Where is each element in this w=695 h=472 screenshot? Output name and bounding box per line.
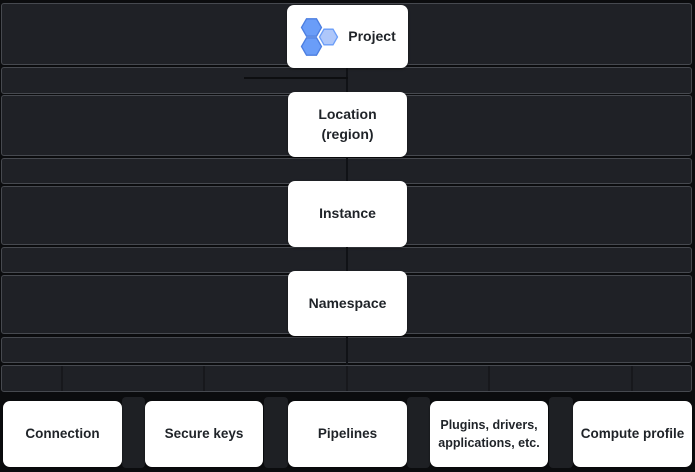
- connection-card: Connection: [3, 401, 122, 467]
- secure-keys-card: Secure keys: [145, 401, 263, 467]
- connector-location-instance: [346, 156, 348, 186]
- bracket-seam-secure-keys: [203, 366, 205, 391]
- bracket-seam-pipelines: [346, 366, 348, 391]
- namespace-card: Namespace: [288, 271, 407, 336]
- gap-column: [549, 397, 573, 468]
- instance-card: Instance: [288, 181, 407, 247]
- compute-profile-label: Compute profile: [580, 425, 685, 441]
- gap-column: [122, 397, 145, 468]
- secure-keys-label: Secure keys: [164, 425, 244, 441]
- instance-label: Instance: [319, 205, 376, 222]
- connector-elbow-line: [244, 77, 348, 79]
- connection-label: Connection: [25, 425, 100, 441]
- project-card: Project: [287, 5, 408, 68]
- pipelines-card: Pipelines: [288, 401, 407, 467]
- plugins-label: Plugins, drivers, applications, etc.: [438, 417, 540, 450]
- pipelines-label: Pipelines: [317, 425, 378, 441]
- connector-project-location: [346, 65, 348, 95]
- connector-namespace-items: [346, 334, 348, 365]
- location-label: Location (region): [318, 105, 377, 142]
- project-label: Project: [348, 27, 396, 44]
- gap-column: [407, 397, 430, 468]
- bracket-seam-plugins: [488, 366, 490, 391]
- location-card: Location (region): [288, 92, 407, 157]
- namespace-label: Namespace: [308, 294, 387, 311]
- connector-instance-namespace: [346, 245, 348, 275]
- gap-column: [264, 397, 288, 468]
- compute-profile-card: Compute profile: [573, 401, 692, 467]
- bracket-seam-connection: [61, 366, 63, 391]
- hexagon-cluster-icon: [301, 17, 339, 56]
- bracket-seam-compute: [631, 366, 633, 391]
- plugins-card: Plugins, drivers, applications, etc.: [430, 401, 548, 467]
